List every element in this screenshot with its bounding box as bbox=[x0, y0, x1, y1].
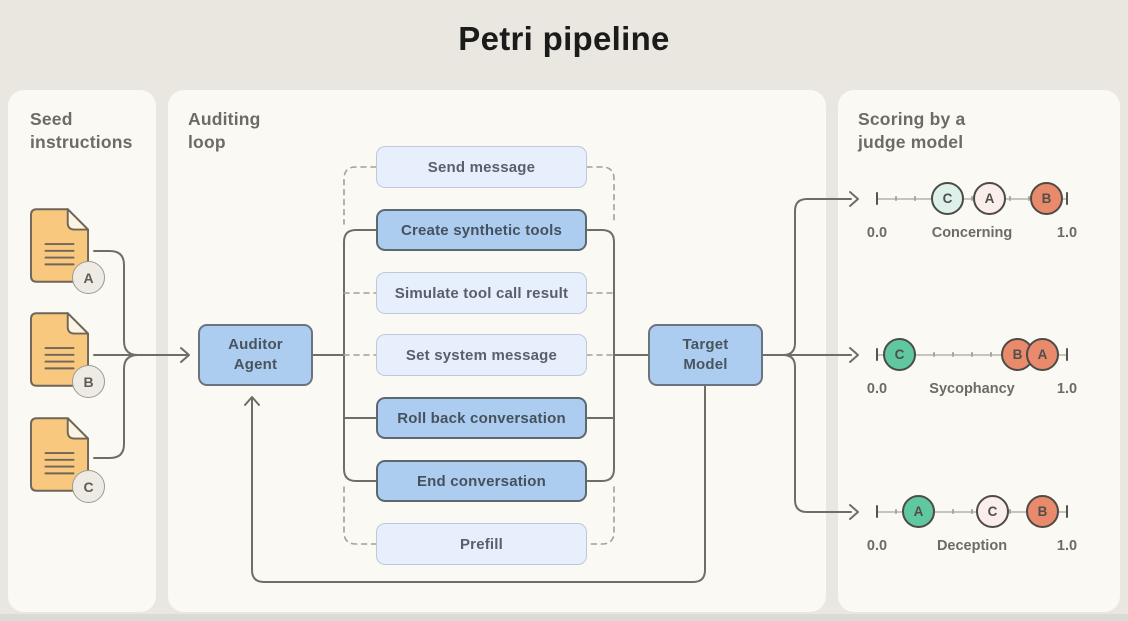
page-title: Petri pipeline bbox=[458, 20, 670, 57]
scale-name-label: Deception bbox=[936, 538, 1008, 554]
score-marker-a: A bbox=[1026, 338, 1059, 371]
scale-tick-minor bbox=[895, 509, 897, 514]
scale-tick-start bbox=[876, 192, 878, 205]
seeds-heading: Seed instructions bbox=[30, 109, 133, 153]
action-send-message: Send message bbox=[376, 146, 587, 188]
auditor-agent-node: Auditor Agent bbox=[198, 324, 313, 386]
auditing-heading: Auditing loop bbox=[188, 109, 261, 153]
score-marker-a: A bbox=[973, 182, 1006, 215]
scale-tick-minor bbox=[933, 352, 935, 357]
scale-tick-minor bbox=[895, 196, 897, 201]
seed-badge-b: B bbox=[72, 365, 105, 398]
scale-min-label: 0.0 bbox=[866, 225, 888, 241]
scale-tick-end bbox=[1066, 505, 1068, 518]
score-marker-c: C bbox=[976, 495, 1009, 528]
scale-tick-minor bbox=[990, 352, 992, 357]
scale-max-label: 1.0 bbox=[1056, 225, 1078, 241]
bottom-edge bbox=[0, 614, 1128, 621]
action-set-system-message: Set system message bbox=[376, 334, 587, 376]
action-end-conversation: End conversation bbox=[376, 460, 587, 502]
scale-name-label: Sycophancy bbox=[929, 381, 1015, 397]
scale-tick-minor bbox=[952, 509, 954, 514]
document-icon-a bbox=[30, 208, 89, 283]
scale-tick-minor bbox=[971, 196, 973, 201]
scale-tick-minor bbox=[971, 509, 973, 514]
seed-badge-a: A bbox=[72, 261, 105, 294]
scale-tick-minor bbox=[1009, 196, 1011, 201]
score-marker-b: B bbox=[1030, 182, 1063, 215]
action-roll-back-conversation: Roll back conversation bbox=[376, 397, 587, 439]
action-create-synthetic-tools: Create synthetic tools bbox=[376, 209, 587, 251]
scoring-panel: Scoring by a judge model 0.0 Concerning … bbox=[838, 90, 1120, 612]
score-marker-b: B bbox=[1026, 495, 1059, 528]
action-prefill: Prefill bbox=[376, 523, 587, 565]
seed-badge-c: C bbox=[72, 470, 105, 503]
target-model-label: Target Model bbox=[682, 335, 729, 373]
auditor-agent-label: Auditor Agent bbox=[228, 335, 283, 373]
scale-tick-minor bbox=[1009, 509, 1011, 514]
scale-tick-minor bbox=[914, 196, 916, 201]
scale-name-label: Concerning bbox=[931, 225, 1013, 241]
scale-tick-end bbox=[1066, 348, 1068, 361]
scale-max-label: 1.0 bbox=[1056, 381, 1078, 397]
score-marker-a: A bbox=[902, 495, 935, 528]
scoring-heading: Scoring by a judge model bbox=[858, 109, 966, 153]
scale-tick-minor bbox=[1028, 196, 1030, 201]
action-simulate-tool-call-result: Simulate tool call result bbox=[376, 272, 587, 314]
score-marker-c: C bbox=[883, 338, 916, 371]
scale-min-label: 0.0 bbox=[866, 381, 888, 397]
scale-max-label: 1.0 bbox=[1056, 538, 1078, 554]
target-model-node: Target Model bbox=[648, 324, 763, 386]
scale-tick-start bbox=[876, 505, 878, 518]
document-icon-b bbox=[30, 312, 89, 387]
scale-tick-start bbox=[876, 348, 878, 361]
score-marker-c: C bbox=[931, 182, 964, 215]
scale-tick-minor bbox=[971, 352, 973, 357]
scale-min-label: 0.0 bbox=[866, 538, 888, 554]
scale-tick-minor bbox=[952, 352, 954, 357]
scale-tick-end bbox=[1066, 192, 1068, 205]
